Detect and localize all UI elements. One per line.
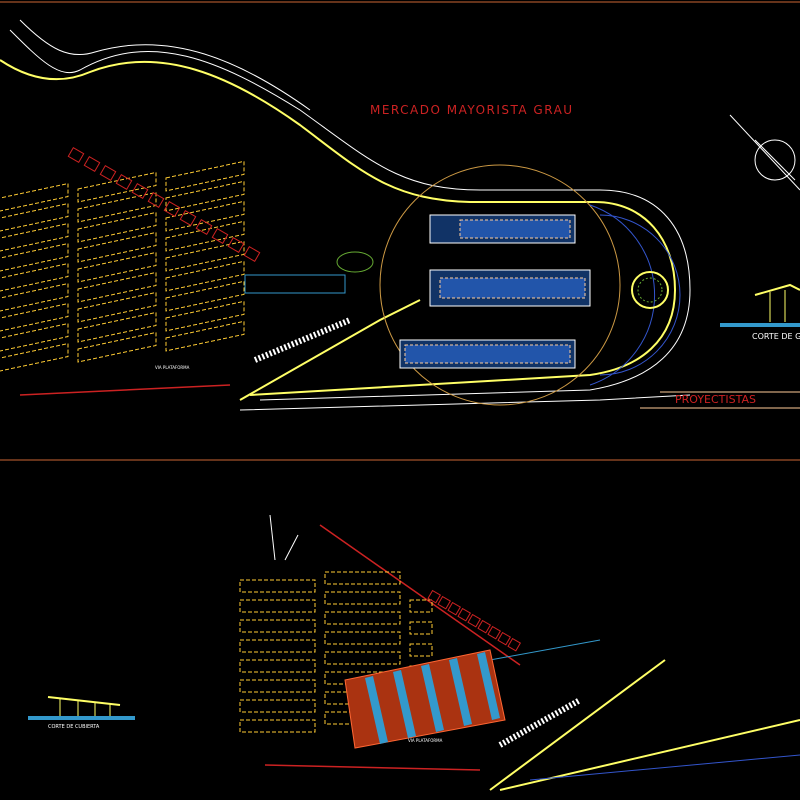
red-block (163, 200, 181, 218)
plan-title: MERCADO MAYORISTA GRAU (370, 103, 574, 117)
stall-block (77, 231, 157, 263)
market-halls (244, 164, 681, 406)
section-drawing-bottom (28, 696, 135, 720)
roof-stripe (393, 670, 416, 738)
stall-block (0, 222, 69, 254)
stall-block (0, 242, 69, 274)
red-block (497, 631, 512, 646)
roof-stripe (449, 658, 472, 726)
stall-block (239, 659, 316, 673)
proyectistas-label: PROYECTISTAS (675, 393, 756, 406)
red-block (195, 218, 213, 236)
stall-block (165, 320, 245, 352)
red-block (487, 625, 502, 640)
section-label-bottom: CORTE DE CUBIERTA (48, 724, 100, 730)
stall-block (77, 191, 157, 223)
stall-block (409, 599, 433, 613)
red-block (467, 613, 482, 628)
red-block (99, 164, 117, 182)
stall-block (409, 643, 433, 657)
roof-stripe (421, 664, 444, 732)
roof-stripe (477, 652, 500, 720)
red-block (115, 173, 133, 191)
stall-block (77, 211, 157, 243)
section-label-top: CORTE DE G (752, 332, 800, 341)
red-block (147, 191, 165, 209)
red-block (131, 182, 149, 200)
stall-blocks-top (0, 160, 245, 374)
red-block (477, 619, 492, 634)
stall-block (324, 611, 401, 625)
roof-stripe (365, 676, 388, 744)
stall-block (324, 631, 401, 645)
stall-block (165, 280, 245, 312)
red-block (447, 601, 462, 616)
stall-block (165, 160, 245, 192)
stall-block (77, 311, 157, 343)
stall-block (77, 271, 157, 303)
stall-block (0, 282, 69, 314)
stall-block (239, 619, 316, 633)
stall-block (77, 251, 157, 283)
red-block-row-top (67, 146, 261, 263)
red-block-row-bottom (427, 589, 522, 652)
stall-block (239, 599, 316, 613)
red-block (427, 589, 442, 604)
stall-block (77, 291, 157, 323)
stall-block (324, 651, 401, 665)
stall-block (324, 591, 401, 605)
stall-block (77, 171, 157, 203)
red-block (83, 155, 101, 173)
red-block (179, 209, 197, 227)
stall-block (239, 639, 316, 653)
stall-block (165, 240, 245, 272)
stall-block (165, 180, 245, 212)
stall-blocks-bottom (239, 571, 433, 733)
stall-block (0, 302, 69, 334)
stall-block (409, 621, 433, 635)
red-block (243, 245, 261, 263)
stall-block (165, 300, 245, 332)
section-drawing-top (720, 283, 800, 327)
red-block (227, 236, 245, 254)
stall-block (0, 342, 69, 374)
red-block (211, 227, 229, 245)
main-road (0, 19, 691, 411)
red-block (67, 146, 85, 164)
stall-block (0, 202, 69, 234)
stall-block (165, 200, 245, 232)
stall-block (0, 322, 69, 354)
plaza-label-top: VIA PLATAFORMA (155, 365, 190, 370)
stall-block (165, 220, 245, 252)
red-block (507, 637, 522, 652)
red-block (457, 607, 472, 622)
stall-block (0, 182, 69, 214)
roof-structure (344, 649, 506, 749)
red-block (437, 595, 452, 610)
stall-block (77, 331, 157, 363)
stall-block (324, 571, 401, 585)
stall-block (239, 579, 316, 593)
north-arrow-icon (729, 114, 800, 191)
stall-block (239, 699, 316, 713)
stall-block (239, 679, 316, 693)
stall-block (165, 260, 245, 292)
stall-block (0, 262, 69, 294)
stall-block (239, 719, 316, 733)
plaza-label-bottom: VIA PLATAFORMA (408, 738, 443, 743)
bottom-plan (264, 514, 800, 791)
